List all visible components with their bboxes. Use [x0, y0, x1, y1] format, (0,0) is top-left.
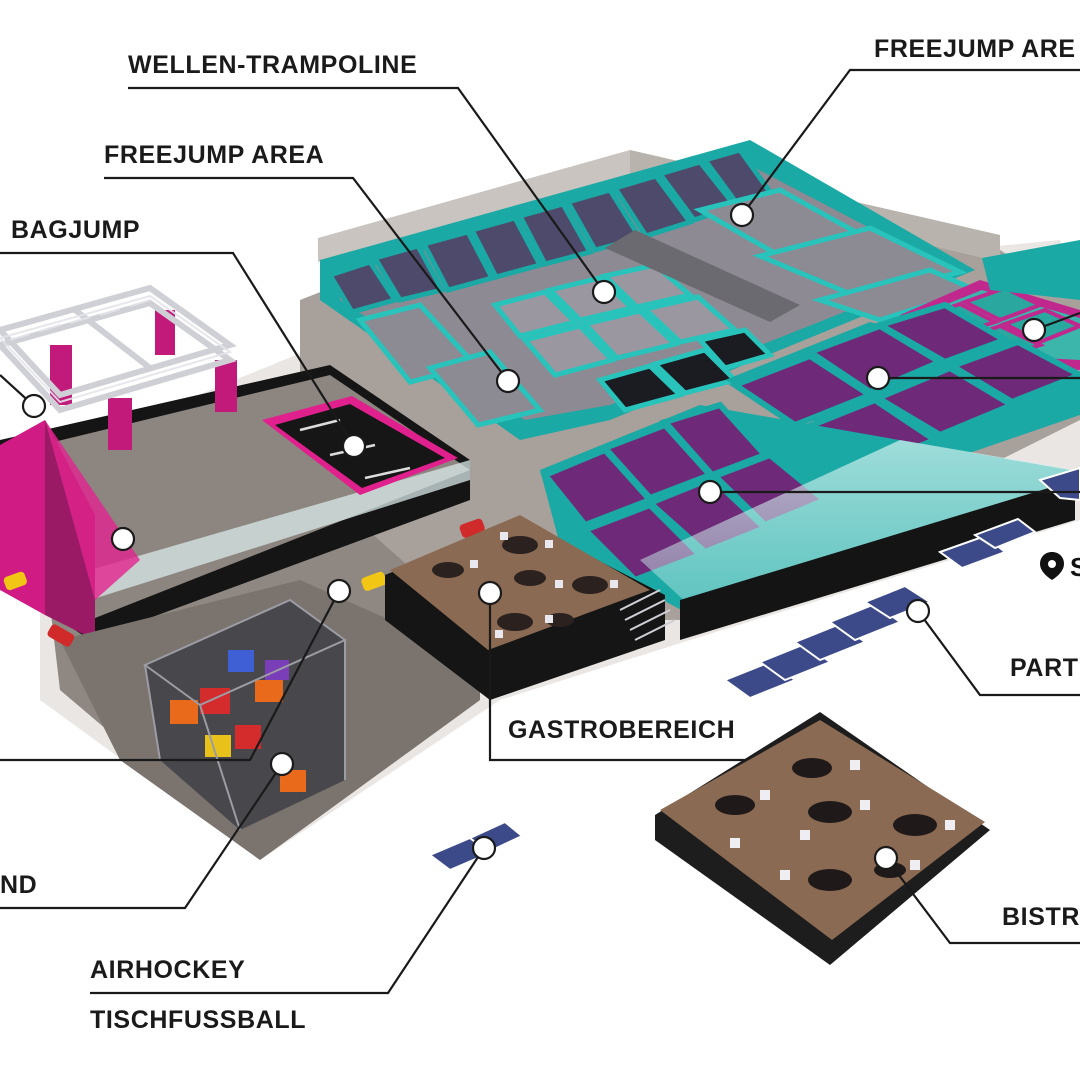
gastrobereich-area [385, 515, 676, 700]
label-freejump-area-top-right: FREEJUMP ARE [874, 35, 1076, 63]
label-tischfussball: TISCHFUSSBALL [90, 1006, 307, 1034]
label-bagjump: BAGJUMP [11, 216, 141, 244]
label-bistro: BISTR [1002, 903, 1080, 931]
marker-dots [21, 202, 1047, 871]
label-airhockey: AIRHOCKEY [90, 956, 246, 984]
label-freejump-area-left: FREEJUMP AREA [104, 141, 325, 169]
location-pin-icon [1040, 552, 1064, 580]
label-wellen-trampoline: WELLEN-TRAMPOLINE [128, 51, 418, 79]
purple-trampoline-grid-lower [540, 401, 1075, 640]
label-playground: ND [0, 871, 38, 899]
wellen-trampoline-area [320, 140, 983, 440]
bistro-area [655, 712, 990, 965]
party-area [722, 466, 1080, 700]
label-party: PART [1010, 654, 1079, 682]
label-gastrobereich: GASTROBEREICH [508, 716, 736, 744]
label-location: S [1070, 552, 1080, 582]
leader-lines [0, 68, 1080, 995]
